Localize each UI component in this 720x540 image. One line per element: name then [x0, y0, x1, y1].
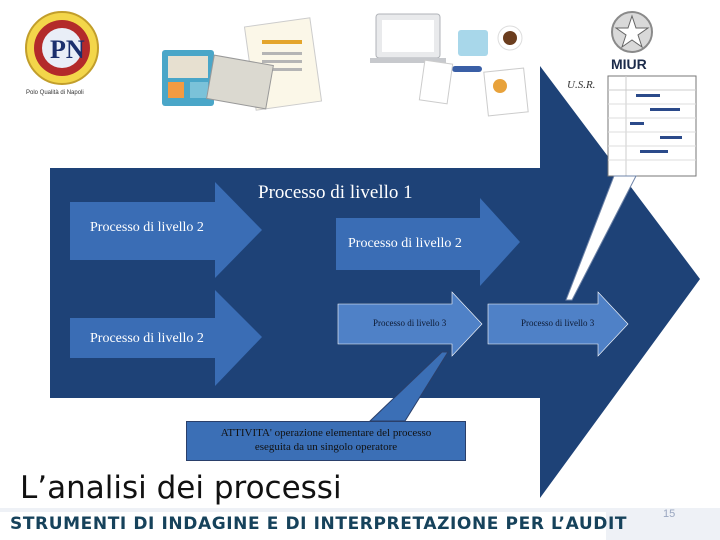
level1-arrow	[50, 66, 700, 498]
level3-label-left: Processo di livello 3	[373, 318, 447, 328]
activity-line-1: ATTIVITA' operazione elementare del proc…	[220, 427, 432, 439]
level3-label-right: Processo di livello 3	[521, 318, 595, 328]
gantt-callout-pointer	[565, 175, 637, 301]
level2-arrow-right	[336, 198, 520, 286]
level3-arrow-left	[337, 291, 483, 357]
level2-arrow-bottom-left	[70, 290, 262, 386]
activity-callout: ATTIVITA' operazione elementare del proc…	[186, 421, 466, 461]
activity-line-2: eseguita da un singolo operatore	[254, 441, 398, 453]
slide-title: L’analisi dei processi	[20, 470, 342, 506]
footer-band	[0, 512, 606, 540]
svg-text:PN: PN	[50, 35, 85, 64]
page-number: 15	[663, 508, 676, 520]
miur-label: MIUR	[611, 56, 647, 72]
level2-arrow-top-left	[70, 182, 262, 278]
school-logo: PN	[25, 11, 99, 85]
logo-caption: Polo Qualità di Napoli	[26, 90, 84, 96]
gantt-chart-thumbnail	[607, 75, 697, 177]
level1-label: Processo di livello 1	[258, 182, 413, 203]
usr-label: U.S.R.	[567, 79, 596, 91]
level2-label-right: Processo di livello 2	[348, 236, 462, 251]
level2-label-top-left: Processo di livello 2	[90, 220, 204, 235]
level3-arrow-right	[487, 291, 629, 357]
footer-text: STRUMENTI DI INDAGINE E DI INTERPRETAZIO…	[10, 514, 628, 534]
office-collage-image	[162, 13, 529, 117]
italian-emblem	[611, 11, 653, 53]
level2-label-bottom-left: Processo di livello 2	[90, 331, 204, 346]
